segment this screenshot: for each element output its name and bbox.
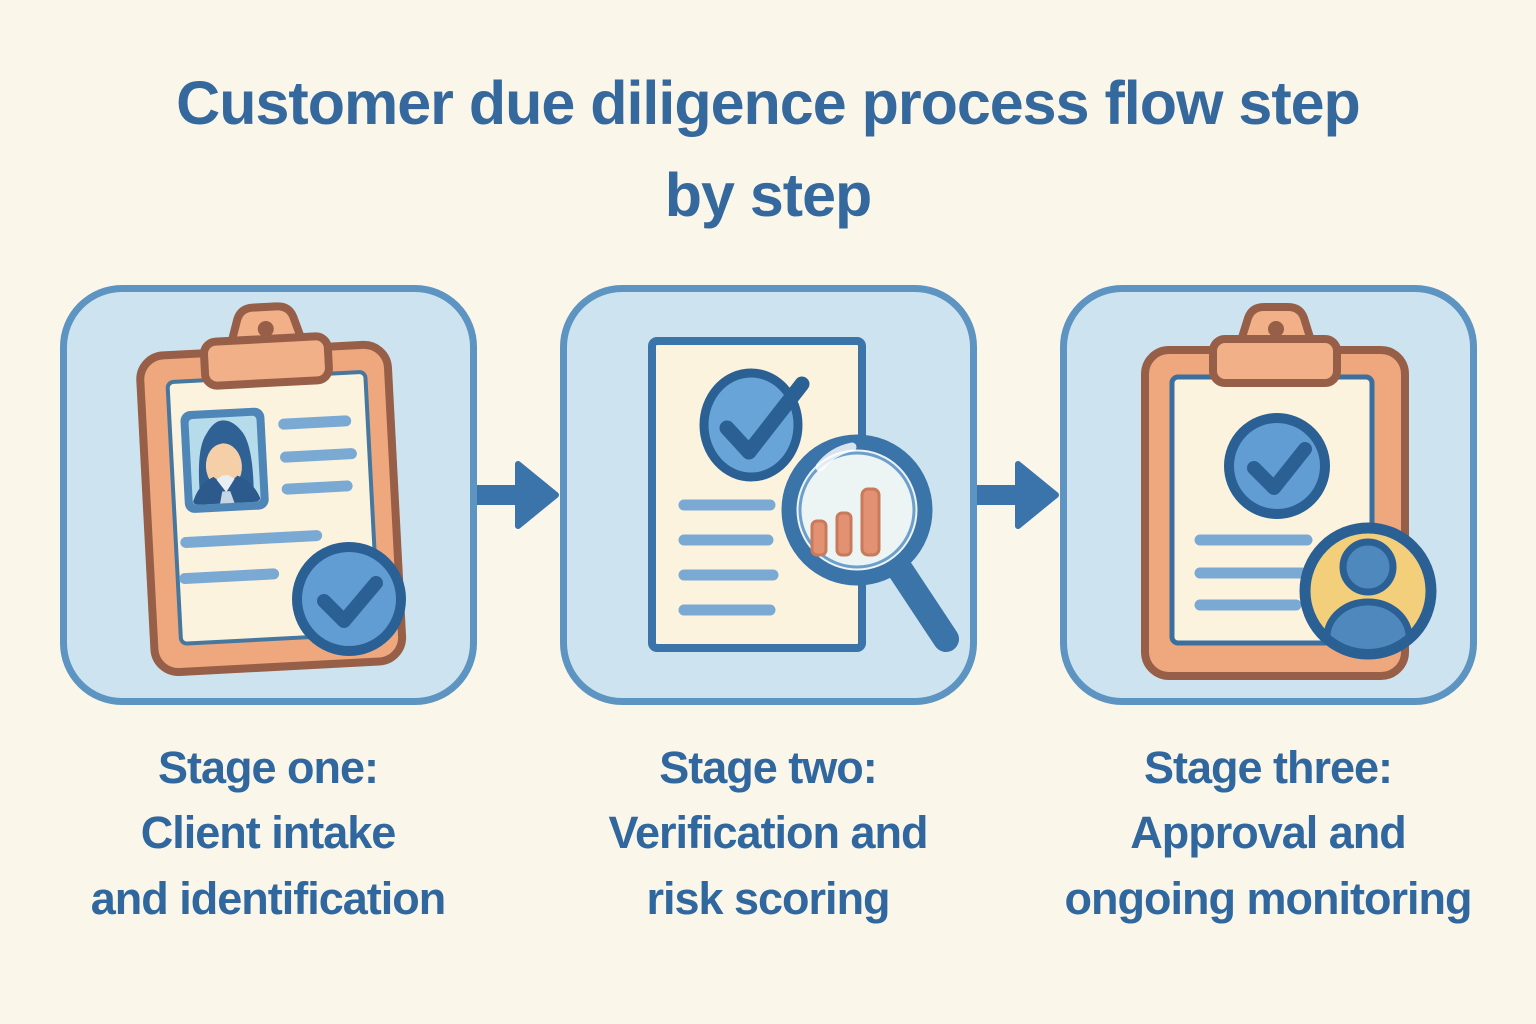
caption-spacer <box>977 735 1060 931</box>
magnifier-icon <box>781 434 959 652</box>
caption-line: Stage three: <box>1143 742 1393 793</box>
checkmark-icon <box>291 542 406 656</box>
stage-one-box <box>59 285 477 705</box>
caption-line: risk scoring <box>646 872 890 924</box>
text-lines <box>178 415 357 585</box>
text-lines <box>678 499 778 616</box>
connector-two <box>976 285 1060 705</box>
caption-line: Client intake <box>140 807 397 859</box>
caption-line: and identification <box>90 872 447 924</box>
id-photo-icon <box>179 407 269 513</box>
connector-one <box>476 285 560 705</box>
stage-three-box <box>1059 285 1477 705</box>
caption-line: ongoing monitoring <box>1064 872 1473 924</box>
checkmark-icon <box>1223 413 1330 519</box>
arrow-right-icon <box>976 461 1059 529</box>
stage-two-box <box>559 285 977 705</box>
cdd-process-infographic: Customer due diligence process flow step… <box>0 0 1536 931</box>
stage-three-caption: Stage three: Approval and ongoing monito… <box>1060 735 1477 931</box>
caption-line: Approval and <box>1130 807 1407 859</box>
title-line-2: by step <box>664 160 873 229</box>
stage-one-caption: Stage one: Client intake and identificat… <box>60 735 477 931</box>
person-icon <box>1299 522 1436 660</box>
stage-captions: Stage one: Client intake and identificat… <box>0 735 1536 931</box>
clipboard-clip <box>199 302 333 390</box>
caption-spacer <box>477 735 560 931</box>
clipboard-clip <box>1208 303 1341 387</box>
clipboard-id-check-icon <box>135 302 406 676</box>
page-title: Customer due diligence process flow step… <box>0 0 1536 241</box>
stage-two-caption: Stage two: Verification and risk scoring <box>560 735 977 931</box>
caption-line: Verification and <box>608 807 928 859</box>
title-line-1: Customer due diligence process flow step <box>176 69 1361 137</box>
text-lines <box>1194 534 1312 611</box>
caption-line: Stage one: <box>157 742 379 793</box>
caption-line: Stage two: <box>659 742 878 793</box>
document-magnifier-check-icon <box>647 337 959 652</box>
bar-chart-icon <box>810 487 880 557</box>
process-flow <box>0 285 1536 705</box>
checkmark-icon <box>699 368 809 482</box>
clipboard-check-person-icon <box>1140 303 1436 680</box>
arrow-right-icon <box>476 461 559 529</box>
